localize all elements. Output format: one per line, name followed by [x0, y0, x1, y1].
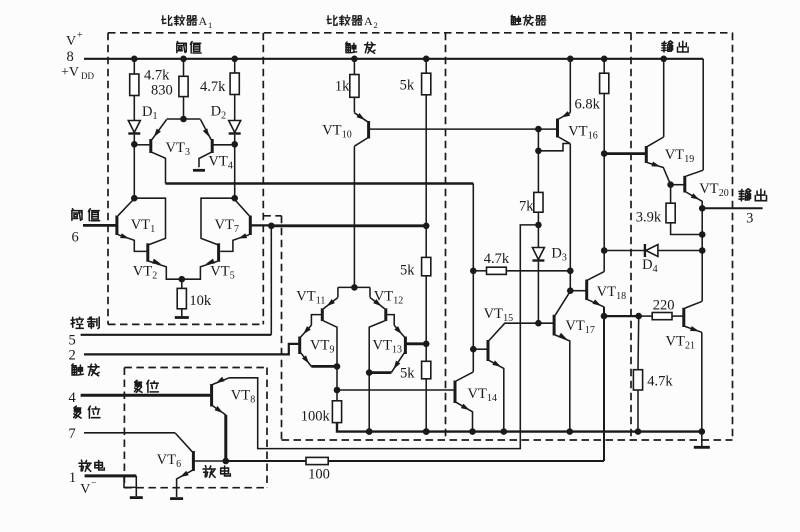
- svg-text:12: 12: [393, 296, 403, 307]
- svg-text:1k: 1k: [335, 79, 350, 95]
- svg-text:VT: VT: [665, 147, 684, 163]
- svg-text:4: 4: [653, 264, 658, 275]
- svg-text:D: D: [211, 104, 221, 120]
- svg-text:A: A: [199, 14, 208, 28]
- svg-text:VT: VT: [296, 289, 315, 305]
- svg-text:3: 3: [746, 211, 753, 227]
- svg-text:10: 10: [342, 130, 352, 141]
- svg-text:VT: VT: [568, 124, 587, 140]
- svg-text:6: 6: [72, 230, 79, 246]
- svg-text:5k: 5k: [400, 263, 415, 279]
- svg-text:830: 830: [151, 83, 173, 99]
- svg-text:D: D: [142, 104, 152, 120]
- svg-text:VT: VT: [322, 123, 341, 139]
- svg-text:11: 11: [316, 296, 326, 307]
- svg-text:VT: VT: [699, 181, 718, 197]
- svg-text:VT: VT: [468, 386, 487, 402]
- svg-text:2: 2: [221, 111, 226, 122]
- svg-text:13: 13: [392, 345, 402, 356]
- svg-text:4.7k: 4.7k: [144, 68, 170, 84]
- svg-text:5k: 5k: [400, 78, 415, 94]
- svg-text:3: 3: [562, 253, 567, 264]
- svg-text:VT: VT: [210, 264, 229, 280]
- svg-text:1: 1: [69, 470, 76, 486]
- svg-text:VT: VT: [373, 338, 392, 354]
- svg-text:+V: +V: [61, 65, 79, 80]
- svg-text:5k: 5k: [400, 366, 415, 382]
- svg-text:10k: 10k: [189, 293, 212, 309]
- svg-text:4.7k: 4.7k: [200, 79, 226, 95]
- svg-text:+: +: [77, 30, 83, 41]
- svg-text:7: 7: [234, 224, 239, 235]
- svg-text:100k: 100k: [301, 409, 331, 425]
- svg-text:3.9k: 3.9k: [636, 210, 662, 226]
- svg-text:19: 19: [684, 154, 694, 165]
- svg-text:9: 9: [330, 345, 335, 356]
- svg-text:4.7k: 4.7k: [647, 374, 673, 390]
- svg-text:VT: VT: [484, 306, 503, 322]
- svg-text:21: 21: [685, 341, 695, 352]
- svg-text:6.8k: 6.8k: [575, 97, 601, 113]
- svg-text:4: 4: [228, 161, 233, 172]
- svg-text:100: 100: [308, 467, 330, 483]
- svg-text:−: −: [91, 478, 97, 489]
- svg-text:220: 220: [653, 298, 675, 314]
- svg-text:V: V: [66, 34, 76, 49]
- svg-text:8: 8: [67, 49, 74, 65]
- svg-text:4: 4: [69, 390, 77, 406]
- svg-text:2: 2: [152, 271, 157, 282]
- svg-text:VT: VT: [215, 217, 234, 233]
- svg-text:1: 1: [150, 224, 155, 235]
- svg-text:V: V: [80, 482, 90, 497]
- svg-text:14: 14: [487, 393, 497, 404]
- svg-text:15: 15: [503, 313, 513, 324]
- svg-text:1: 1: [153, 111, 158, 122]
- svg-text:VT: VT: [565, 318, 584, 334]
- svg-text:VT: VT: [231, 388, 250, 404]
- svg-text:VT: VT: [157, 452, 176, 468]
- svg-text:VT: VT: [666, 334, 685, 350]
- svg-text:8: 8: [250, 395, 255, 406]
- svg-text:1: 1: [208, 20, 212, 30]
- svg-text:18: 18: [616, 291, 626, 302]
- svg-text:5: 5: [69, 333, 76, 349]
- svg-text:VT: VT: [166, 140, 185, 156]
- svg-text:VT: VT: [133, 264, 152, 280]
- svg-text:7: 7: [69, 426, 76, 442]
- svg-text:20: 20: [719, 188, 729, 199]
- svg-text:17: 17: [585, 325, 595, 336]
- svg-text:VT: VT: [597, 284, 616, 300]
- svg-text:VT: VT: [131, 217, 150, 233]
- svg-text:3: 3: [185, 147, 190, 158]
- svg-text:6: 6: [176, 459, 181, 470]
- svg-text:VT: VT: [208, 154, 227, 170]
- svg-text:A: A: [364, 14, 373, 28]
- svg-text:D: D: [551, 246, 561, 262]
- svg-text:4.7k: 4.7k: [484, 251, 510, 267]
- svg-text:2: 2: [69, 348, 76, 364]
- svg-text:5: 5: [230, 271, 235, 282]
- svg-text:2: 2: [374, 20, 378, 30]
- svg-text:16: 16: [588, 131, 598, 142]
- svg-text:DD: DD: [81, 71, 94, 81]
- svg-text:VT: VT: [374, 289, 393, 305]
- svg-text:VT: VT: [310, 338, 329, 354]
- svg-text:7k: 7k: [519, 199, 534, 215]
- svg-text:D: D: [642, 257, 652, 273]
